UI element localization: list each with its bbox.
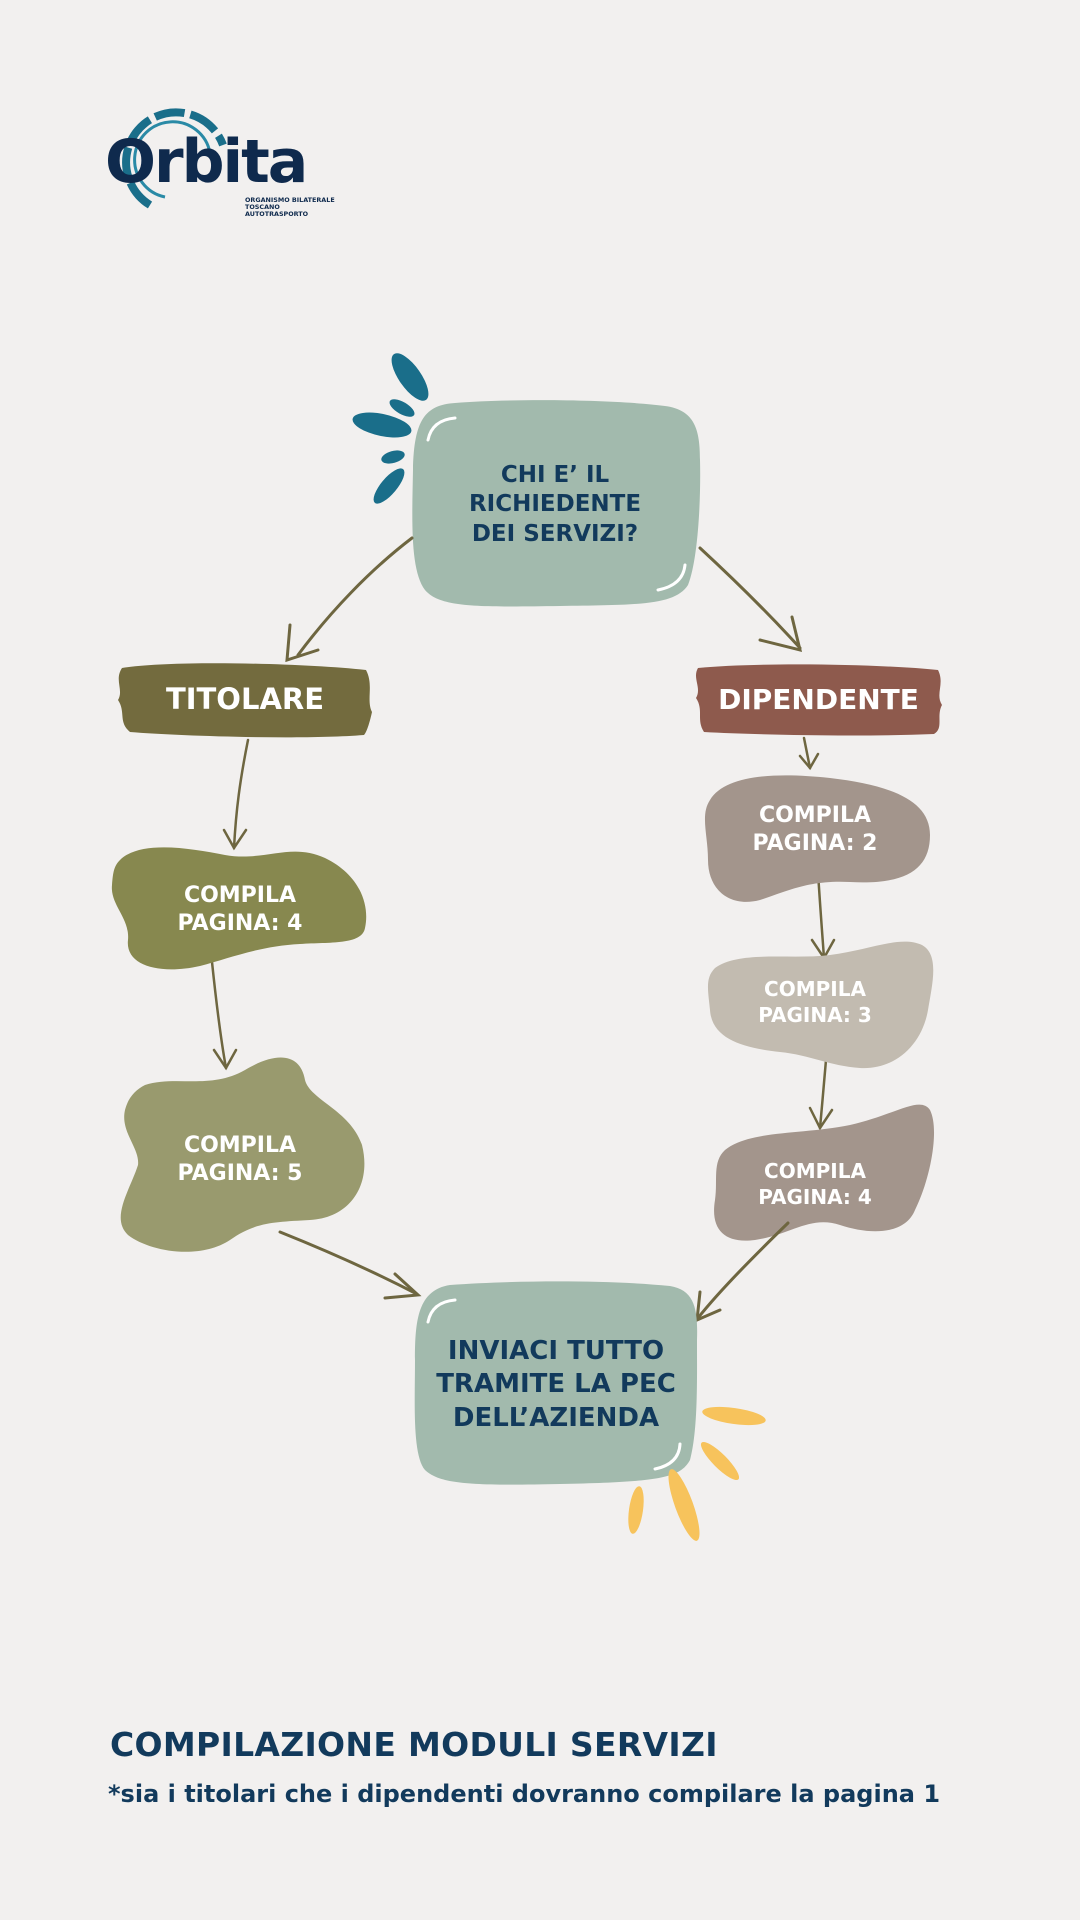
titolare-step-2-text: COMPILA PAGINA: 5 bbox=[177, 1132, 303, 1186]
final-text: INVIACI TUTTO TRAMITE LA PEC DELL’AZIEND… bbox=[436, 1336, 676, 1433]
dipendente-step-3-blob bbox=[714, 1104, 935, 1241]
question-text: CHI E’ IL RICHIEDENTE DEI SERVIZI? bbox=[468, 461, 642, 547]
dipendente-step-1-blob bbox=[704, 775, 930, 902]
yellow-accent-strokes bbox=[628, 1406, 766, 1541]
dipendente-step-2-text: COMPILA PAGINA: 3 bbox=[758, 977, 872, 1027]
question-box-highlight-top bbox=[426, 416, 457, 442]
teal-accent-strokes bbox=[352, 353, 429, 504]
orbit-ring-icon bbox=[122, 108, 227, 209]
dipendente-step-3-text: COMPILA PAGINA: 4 bbox=[758, 1159, 872, 1209]
final-box-highlight-bottom bbox=[653, 1442, 682, 1471]
titolare-step-1-text: COMPILA PAGINA: 4 bbox=[177, 882, 303, 936]
arrow-titolare-to-final bbox=[278, 1230, 422, 1300]
titolare-label: TITOLARE bbox=[165, 682, 325, 717]
titolare-label-shape bbox=[118, 663, 372, 738]
logo-wordmark: Orbita bbox=[105, 127, 308, 197]
question-box bbox=[412, 400, 701, 607]
arrow-titolare-to-step1 bbox=[222, 738, 250, 851]
titolare-step-1-blob bbox=[111, 847, 367, 970]
logo-subtitle: ORGANISMO BILATERALE TOSCANO AUTOTRASPOR… bbox=[245, 196, 335, 219]
arrow-titolare-step1-to-step2 bbox=[210, 960, 238, 1071]
footer-title: COMPILAZIONE MODULI SERVIZI bbox=[110, 1725, 718, 1764]
arrow-dipendente-step2-to-step3 bbox=[808, 1058, 834, 1131]
dipendente-step-1-text: COMPILA PAGINA: 2 bbox=[752, 802, 878, 856]
orbita-logo: Orbita ORGANISMO BILATERALE TOSCANO AUTO… bbox=[105, 105, 345, 225]
footer-note: *sia i titolari che i dipendenti dovrann… bbox=[108, 1780, 941, 1808]
dipendente-step-2-blob bbox=[707, 941, 934, 1069]
arrow-dipendente-step1-to-step2 bbox=[810, 870, 836, 961]
final-box-highlight-top bbox=[426, 1298, 457, 1324]
arrow-dipendente-to-final bbox=[695, 1221, 790, 1323]
final-box bbox=[414, 1281, 698, 1485]
dipendente-label: DIPENDENTE bbox=[718, 683, 919, 717]
arrow-dipendente-to-step1 bbox=[798, 736, 820, 771]
arrow-to-dipendente bbox=[698, 546, 803, 653]
question-box-highlight-bottom bbox=[656, 563, 687, 592]
dipendente-label-shape bbox=[696, 664, 942, 736]
arrow-to-titolare bbox=[285, 536, 414, 663]
titolare-step-2-blob bbox=[120, 1057, 365, 1252]
